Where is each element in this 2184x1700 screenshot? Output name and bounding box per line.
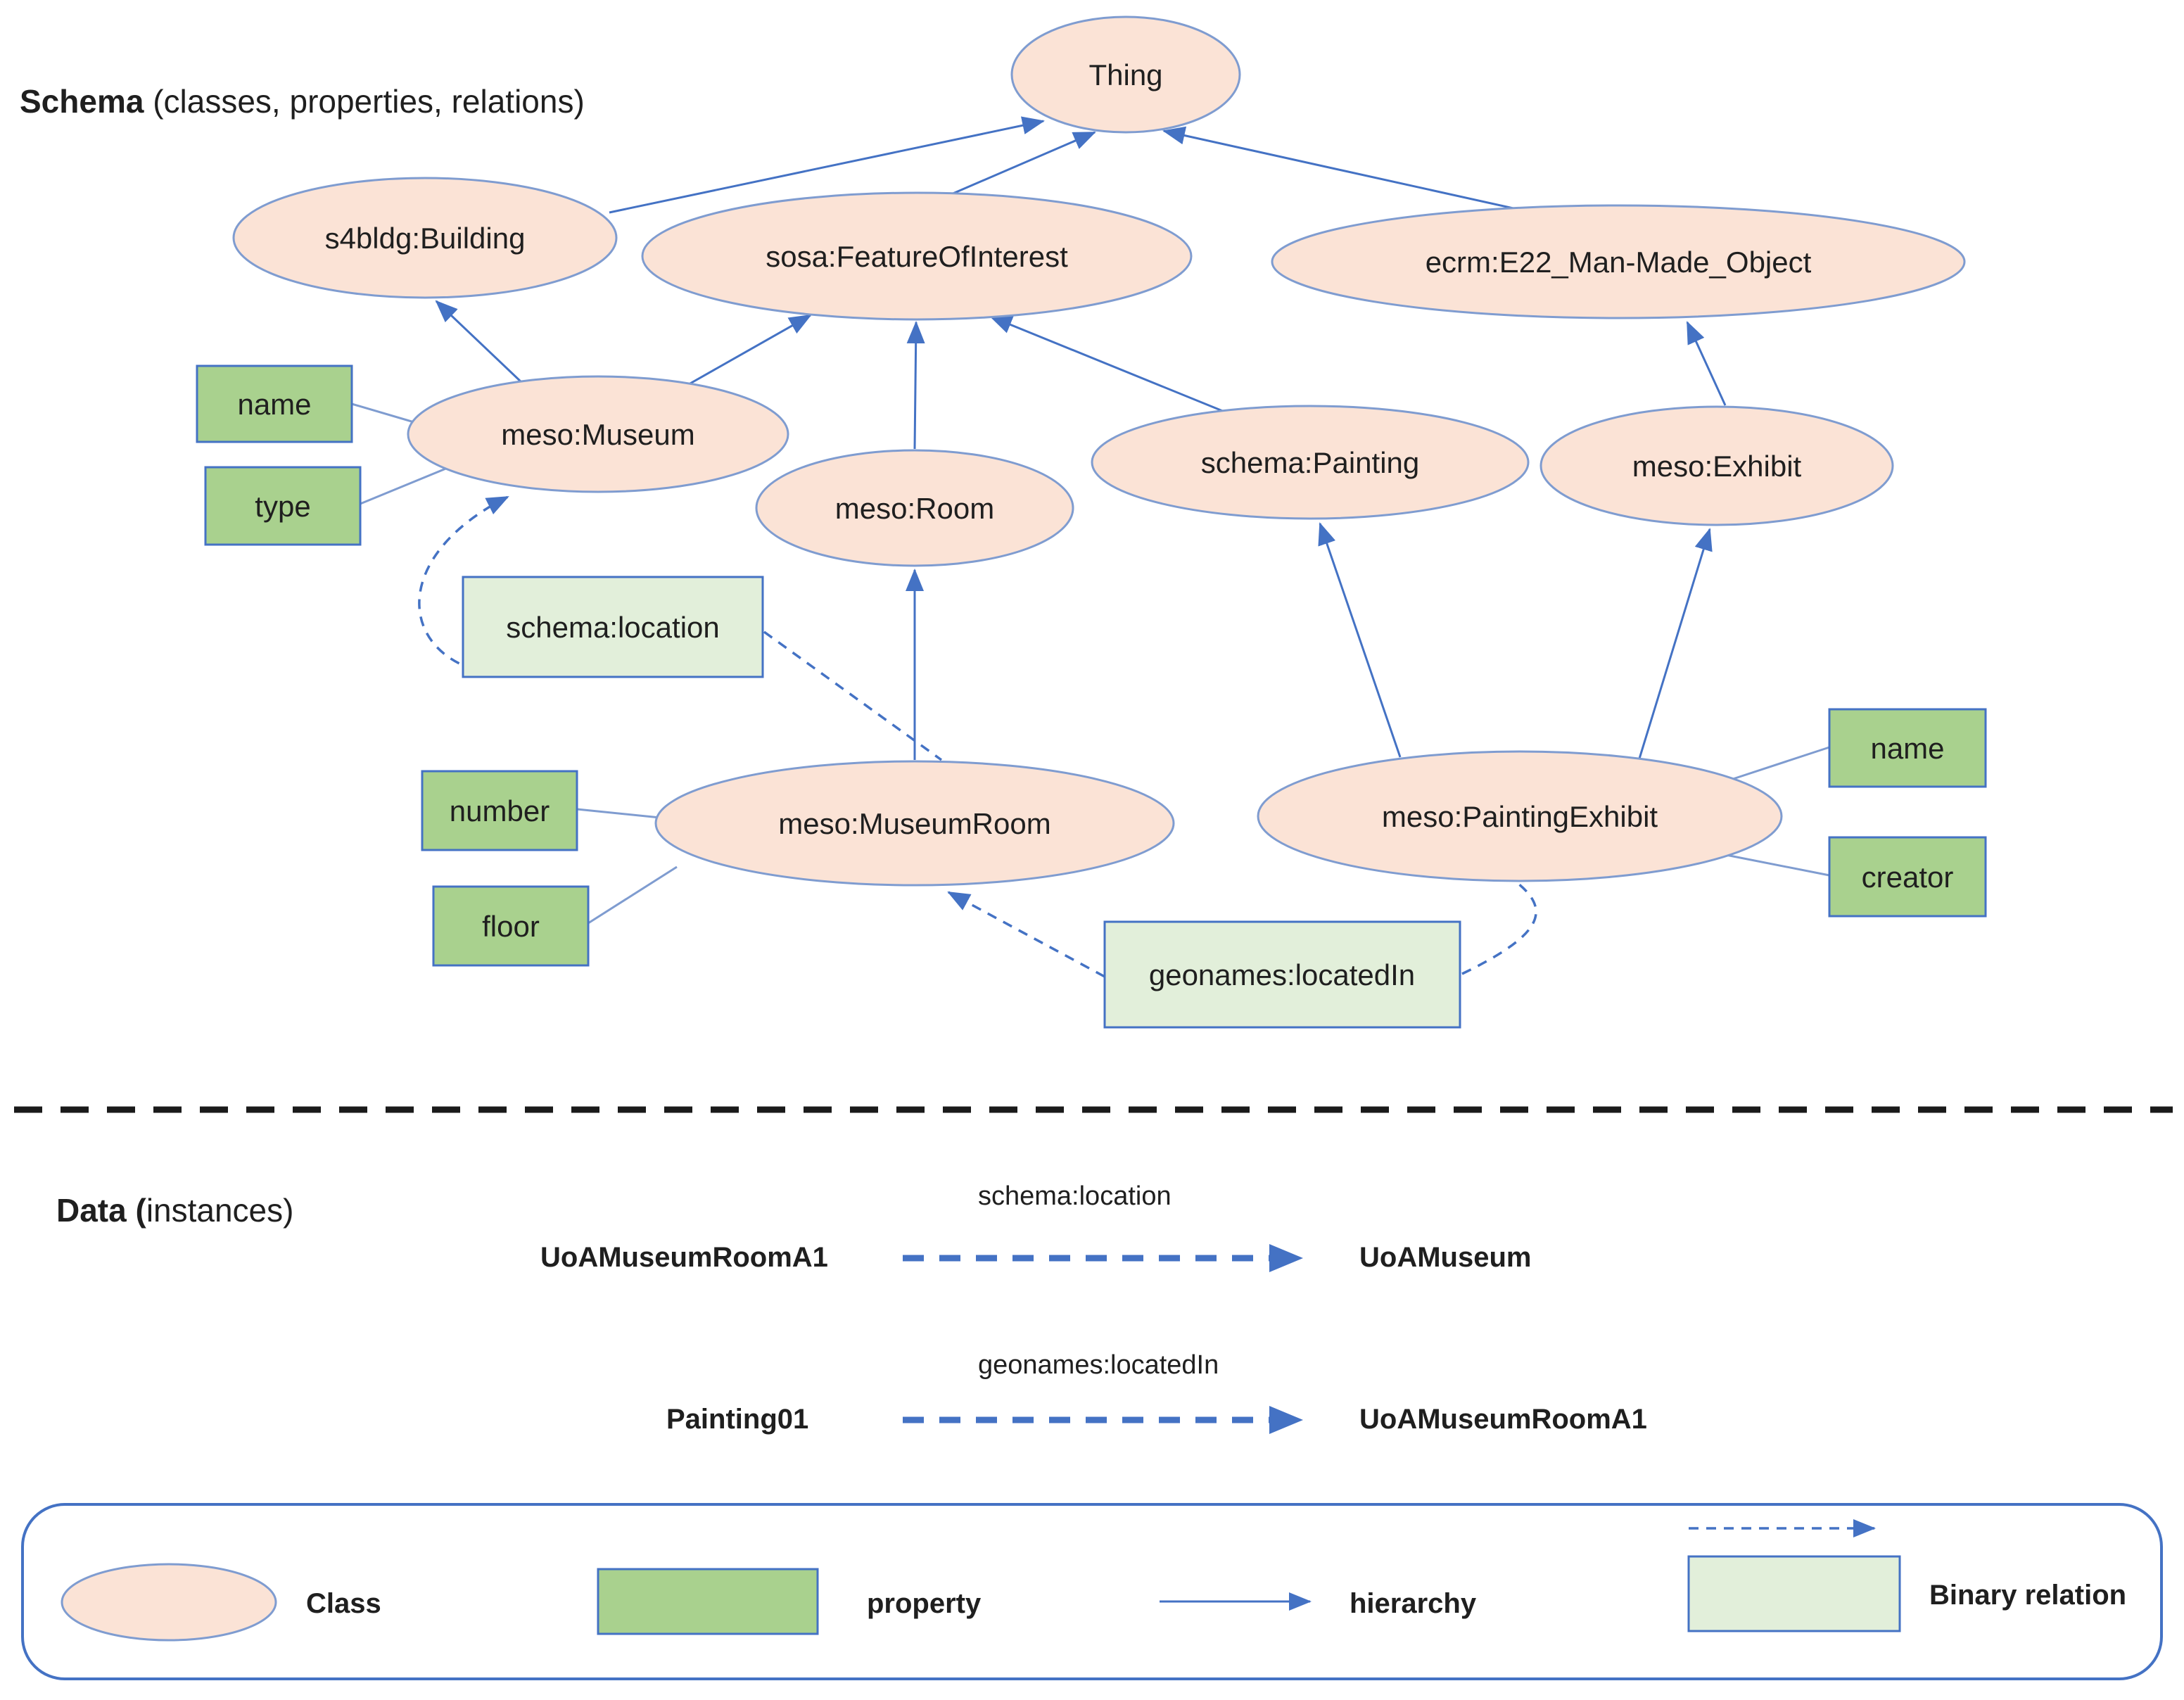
arrow-featureofinterest-to-thing <box>951 131 1096 196</box>
class-man-made-object <box>1271 204 1966 319</box>
arrow-paintingexhibit-to-painting <box>1318 522 1402 758</box>
dashed-locatedin-to-museumroom <box>947 891 1105 978</box>
schema-section-title: Schema (classes, properties, relations) <box>20 83 585 120</box>
dashed-location-to-museum <box>418 495 509 675</box>
arrow-painting-to-featureofinterest <box>989 315 1225 413</box>
class-museum-label: meso:Museum <box>501 418 694 451</box>
class-thing-label: Thing <box>1088 58 1162 91</box>
relation-boxes: schema:location geonames:locatedIn <box>462 576 1461 1029</box>
class-museum-room <box>654 760 1175 887</box>
legend-binary-relation-label: Binary relation <box>1929 1580 2126 1611</box>
property-exhibit-name <box>1828 708 1987 788</box>
legend: Class property hierarchy Binary relation <box>21 1503 2163 1680</box>
legend-class-symbol <box>61 1563 277 1642</box>
instance-subject-row2: Painting01 <box>666 1404 808 1435</box>
class-room <box>755 449 1074 567</box>
class-thing <box>1010 15 1241 134</box>
property-connectors <box>351 402 1830 925</box>
legend-property-label: property <box>867 1588 982 1619</box>
arrow-museum-to-building <box>435 300 523 384</box>
connector-floor-museumroom <box>588 865 678 925</box>
property-exhibit-creator-label: creator <box>1862 861 1954 894</box>
connector-creator-paintingexhibit <box>1722 853 1830 877</box>
connector-number-museumroom <box>576 808 661 819</box>
class-painting-label: schema:Painting <box>1201 446 1420 479</box>
dashed-location-to-museumroom <box>763 630 943 761</box>
arrow-paintingexhibit-to-exhibit <box>1638 528 1713 759</box>
property-museum-name <box>196 364 353 443</box>
property-exhibit-creator <box>1828 836 1987 918</box>
instance-predicate-row1: schema:location <box>978 1181 1172 1211</box>
class-exhibit <box>1539 405 1894 526</box>
data-instances-section: Data (instances) UoAMuseumRoomA1 schema:… <box>56 1181 1647 1435</box>
class-man-made-object-label: ecrm:E22_Man-Made_Object <box>1426 246 1812 279</box>
dashed-locatedin-to-paintingexhibit <box>1461 882 1537 975</box>
property-museum-type <box>204 466 362 546</box>
legend-class-label: Class <box>306 1588 381 1619</box>
property-museum-name-label: name <box>237 388 311 421</box>
arrow-museum-to-featureofinterest <box>683 314 812 388</box>
property-room-number <box>421 770 578 851</box>
class-painting <box>1091 405 1530 520</box>
property-exhibit-name-label: name <box>1870 732 1944 765</box>
class-museum <box>407 375 789 493</box>
legend-property-symbol <box>597 1568 819 1635</box>
class-feature-of-interest <box>641 191 1193 321</box>
arrow-exhibit-to-manmadeobject <box>1686 321 1727 406</box>
property-room-number-label: number <box>450 794 550 827</box>
relation-geonames-locatedin <box>1103 920 1461 1029</box>
class-exhibit-label: meso:Exhibit <box>1632 450 1802 483</box>
class-museum-room-label: meso:MuseumRoom <box>778 807 1050 840</box>
property-boxes: name type number floor name creator <box>196 364 1987 967</box>
arrow-room-to-featureofinterest <box>906 321 925 450</box>
relation-schema-location-label: schema:location <box>506 611 720 644</box>
legend-binary-relation-symbol <box>1687 1555 1901 1632</box>
instance-subject-row1: UoAMuseumRoomA1 <box>540 1242 828 1273</box>
class-painting-exhibit <box>1257 750 1783 882</box>
data-section-title: Data (instances) <box>56 1192 293 1229</box>
legend-hierarchy-label: hierarchy <box>1350 1588 1477 1619</box>
legend-frame <box>21 1503 2163 1680</box>
instance-object-row1: UoAMuseum <box>1359 1242 1531 1273</box>
connector-name-paintingexhibit <box>1730 746 1830 781</box>
hierarchy-arrows <box>435 116 1727 760</box>
class-painting-exhibit-label: meso:PaintingExhibit <box>1382 800 1658 833</box>
property-room-floor-label: floor <box>482 910 540 943</box>
class-building-label: s4bldg:Building <box>325 222 526 255</box>
class-feature-of-interest-label: sosa:FeatureOfInterest <box>766 240 1068 273</box>
class-building <box>232 177 618 299</box>
arrow-building-to-thing <box>609 116 1045 214</box>
property-room-floor <box>432 885 590 967</box>
relation-links <box>418 495 1537 978</box>
instance-object-row2: UoAMuseumRoomA1 <box>1359 1404 1647 1435</box>
property-museum-type-label: type <box>255 490 310 523</box>
instance-predicate-row2: geonames:locatedIn <box>978 1350 1219 1380</box>
relation-schema-location <box>462 576 764 678</box>
class-nodes: Thing s4bldg:Building sosa:FeatureOfInte… <box>232 15 1966 887</box>
class-room-label: meso:Room <box>835 492 994 525</box>
arrow-manmadeobject-to-thing <box>1162 126 1520 211</box>
connector-type-museum <box>360 463 457 505</box>
relation-geonames-locatedin-label: geonames:locatedIn <box>1149 958 1415 991</box>
